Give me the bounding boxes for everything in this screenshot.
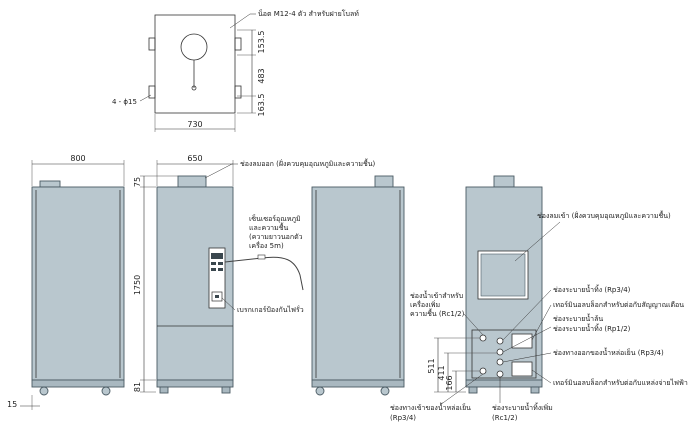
control-button-3 (211, 268, 216, 271)
side-view-body (31, 186, 125, 381)
rear-dim-166: 166 (445, 375, 454, 390)
front-view-foot-left (159, 386, 169, 394)
side-view-wheel-right (101, 386, 111, 396)
control-display (211, 253, 223, 259)
top-dim-153: 153.5 (257, 31, 266, 54)
top-view: 153.5 483 163.5 730 น็อต M12-4 ตัว สำหรั… (112, 9, 359, 132)
drain-humid-label-2: (Rc1/2) (492, 414, 518, 422)
side-view-top-cap (39, 180, 61, 188)
top-view-body (154, 14, 236, 114)
front-view-outlet-duct (177, 175, 207, 188)
third-view-base (311, 379, 405, 388)
drain-overflow-label-2: ช่องระบายน้ำทิ้ง (Rp1/2) (553, 322, 631, 333)
top-view-flange-right (234, 37, 242, 51)
inlet-label: ช่องลมเข้า (ฝั่งควบคุมอุณหภูมิและความชื้… (537, 209, 671, 220)
rear-view-base (465, 379, 543, 388)
breaker-label: เบรกเกอร์ป้องกันไฟรั่ว (237, 305, 304, 314)
side-dim-800: 800 (70, 154, 85, 163)
control-button-4 (218, 268, 223, 271)
rear-dim-411: 411 (437, 365, 446, 380)
top-dim-483: 483 (257, 68, 266, 83)
rear-view-foot-left (468, 386, 478, 394)
front-dim-81: 81 (133, 382, 142, 392)
outlet-label: ช่องลมออก (ฝั่งควบคุมอุณหภูมิและความชื้น… (240, 157, 376, 168)
terminal-box-lower (511, 361, 533, 377)
bolt-note: น็อต M12-4 ตัว สำหรับฝายโบลท์ (258, 9, 359, 18)
sensor-label-2: และความชื้น (249, 221, 288, 232)
drain-humid-label-1: ช่องระบายน้ำทิ้งเพิ่ม (492, 401, 553, 412)
terminal-alarm-label: เทอร์มินอลบล็อกสำหรับต่อกับสัญญาณเตือน (553, 300, 684, 309)
front-view: 650 75 1750 81 ช่องลมออก (ฝั่งควบคุมอุณห… (133, 154, 376, 394)
port-overflow (496, 348, 504, 356)
sensor-label-3: (ความยาวนอกตัว (249, 233, 303, 241)
top-view-duct-circle (180, 33, 208, 61)
coolant-out-label: ช่องทางออกของน้ำหล่อเย็น (Rp3/4) (553, 346, 664, 357)
sensor-label-4: เครื่อง 5m) (249, 241, 284, 250)
top-dim-163: 163.5 (257, 94, 266, 117)
inlet-grille-inner (480, 253, 526, 297)
coolant-in-label-1: ช่องทางเข้าของน้ำหล่อเย็น (390, 401, 471, 412)
front-view-base (156, 379, 234, 388)
port-drain-humid (496, 370, 504, 378)
sensor-probe (257, 254, 266, 260)
side-view-wheel-left (39, 386, 49, 396)
coolant-in-label-2: (Rp3/4) (390, 414, 416, 422)
port-drain-34 (496, 337, 504, 345)
top-dim-730: 730 (187, 120, 202, 129)
side-view-base (31, 379, 125, 388)
rear-view: 511 411 166 ช่องลมเข้า (ฝั่งควบคุมอุณหภู… (390, 175, 688, 422)
humid-water-label-3: ความชื้น (Rc1/2) (410, 307, 465, 318)
breaker-switch (215, 295, 219, 298)
port-coolant-in (479, 367, 487, 375)
control-button-2 (218, 262, 223, 265)
top-view-flange-left-lower (148, 85, 156, 99)
front-dim-75: 75 (133, 177, 142, 187)
service-area (471, 329, 537, 379)
terminal-power-label: เทอร์มินอลบล็อกสำหรับต่อกับแหล่งจ่ายไฟฟ้… (553, 378, 688, 387)
side-view: 800 15 (7, 154, 125, 410)
drain-34-label: ช่องระบายน้ำทิ้ง (Rp3/4) (553, 283, 631, 294)
rear-dim-511: 511 (427, 358, 436, 373)
sensor-cable (224, 256, 304, 291)
port-coolant-out (496, 358, 504, 366)
humid-water-label-1: ช่องน้ำเข้าสำหรับ (410, 289, 463, 300)
front-dim-1750: 1750 (133, 275, 142, 295)
humid-water-label-2: เครื่องเพิ่ม (410, 300, 440, 309)
drain-overflow-label-1: ช่องระบายน้ำล้น (553, 312, 603, 323)
top-view-flange-left (148, 37, 156, 51)
third-view-body (311, 186, 405, 381)
back-side-view (311, 175, 405, 396)
port-humid-water (479, 334, 487, 342)
rear-view-duct (493, 175, 515, 188)
third-view-duct (374, 175, 394, 188)
sensor-label-1: เซ็นเซอร์อุณหภูมิ (249, 214, 301, 223)
side-dim-15: 15 (7, 400, 17, 409)
front-dim-650: 650 (187, 154, 202, 163)
top-view-bolt-hole (191, 85, 197, 91)
hole-label: 4 - ϕ15 (112, 98, 137, 106)
third-view-wheel-left (315, 386, 325, 396)
third-view-wheel-right (380, 386, 390, 396)
control-button-1 (211, 262, 216, 265)
top-view-flange-right-lower (234, 85, 242, 99)
front-view-foot-right (221, 386, 231, 394)
rear-view-foot-right (530, 386, 540, 394)
